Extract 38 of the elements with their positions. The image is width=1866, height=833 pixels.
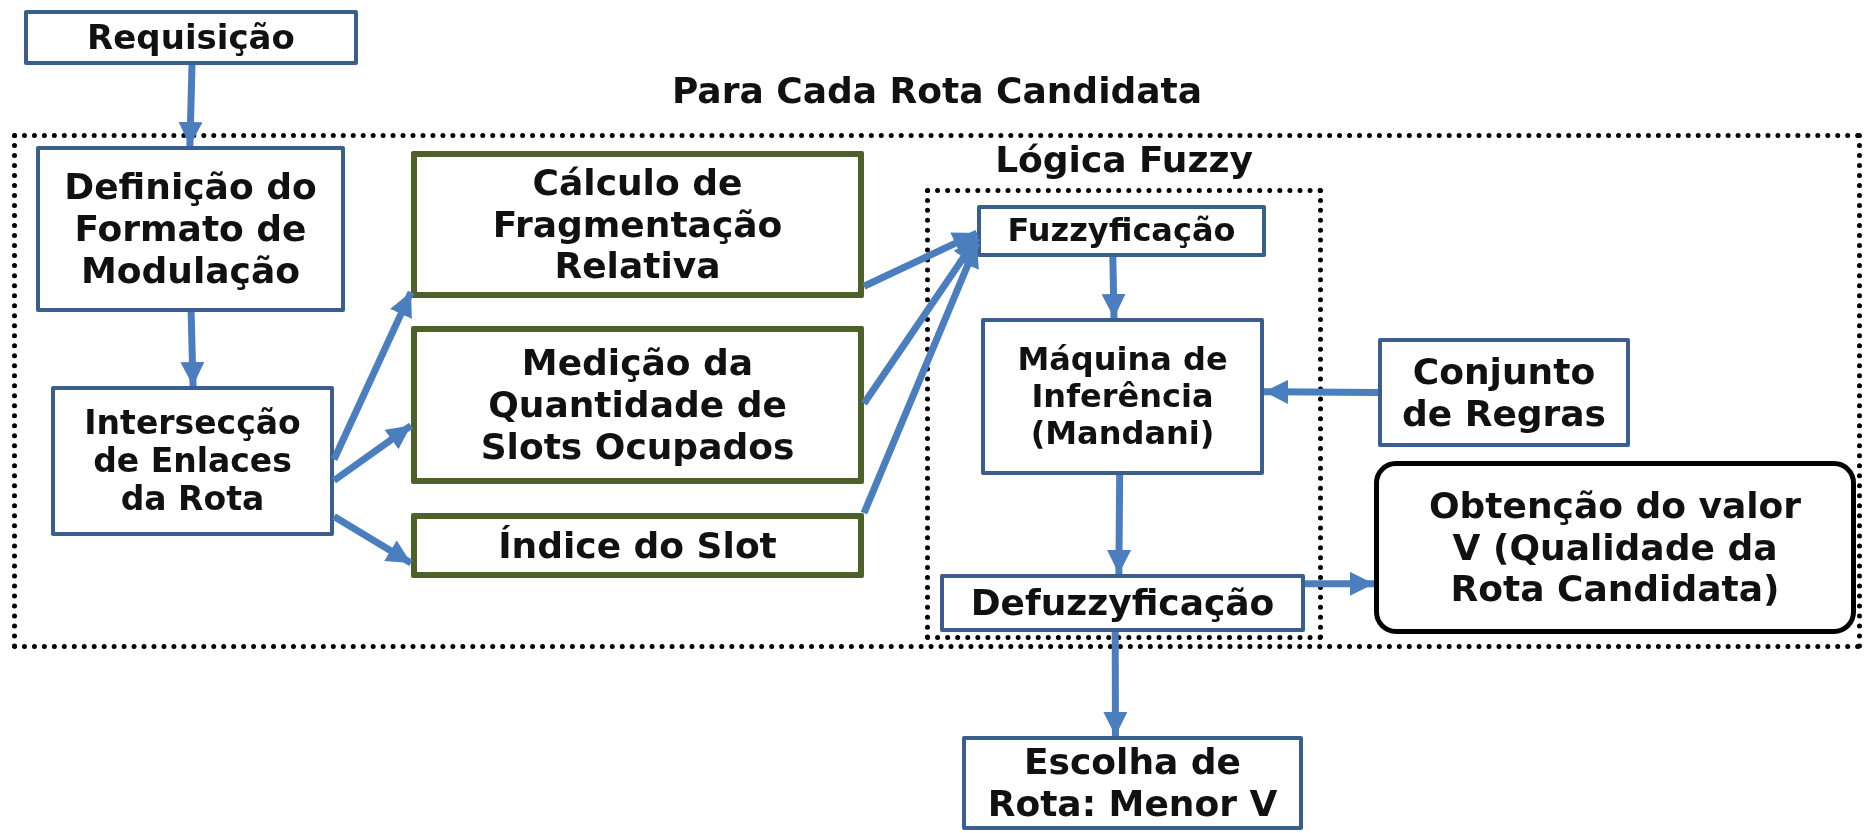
box-label: Cálculo de Fragmentação Relativa [491, 161, 784, 288]
arrow [862, 229, 979, 290]
arrow [178, 64, 203, 147]
process-box [411, 151, 864, 298]
arrow [180, 311, 205, 387]
process-box [36, 146, 345, 312]
arrow [1107, 474, 1132, 575]
arrow [1101, 256, 1126, 319]
arrow [1263, 379, 1379, 404]
arrow [860, 241, 981, 515]
rounded-result-box [1374, 461, 1856, 634]
box-label: Fuzzyficação [1006, 212, 1237, 250]
arrow [330, 290, 415, 461]
box-label: Obtenção do valor V (Qualidade da Rota Candidata) [1427, 484, 1803, 611]
box-label: Intersecção de Enlaces da Rota [83, 403, 302, 519]
process-box [411, 513, 864, 578]
process-box [977, 205, 1266, 257]
process-box [962, 736, 1303, 830]
box-label: Definição do Formato de Modulação [63, 166, 318, 292]
process-box [981, 318, 1264, 475]
box-label: Conjunto de Regras [1400, 350, 1608, 435]
box-label: Requisição [86, 17, 296, 58]
box-label: Medição da Quantidade de Slots Ocupados [479, 342, 796, 468]
box-label: Escolha de Rota: Menor V [986, 741, 1279, 825]
arrow [1103, 632, 1128, 736]
arrow [331, 422, 414, 484]
arrow [1305, 571, 1374, 596]
arrow [332, 513, 413, 567]
group-heading: Lógica Fuzzy [994, 139, 1254, 180]
box-label: Índice do Slot [497, 524, 778, 567]
box-label: Máquina de Inferência (Mandani) [1016, 340, 1229, 453]
box-label: Defuzzyficação [969, 582, 1276, 624]
process-box [24, 10, 358, 65]
process-box [411, 326, 864, 484]
process-box [1378, 338, 1630, 447]
process-box [940, 574, 1305, 632]
process-box [51, 386, 334, 536]
group-heading: Para Cada Rota Candidata [670, 70, 1204, 111]
